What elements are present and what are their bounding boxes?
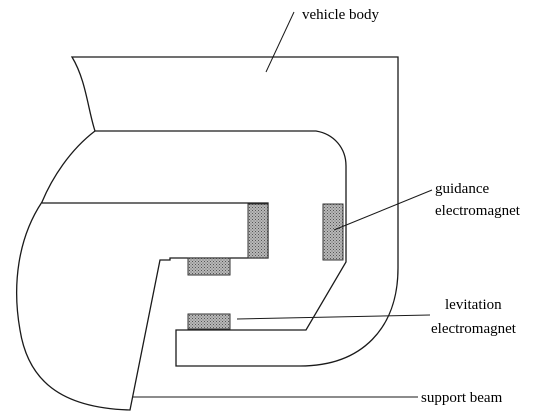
vehicle-body-leader	[265, 11, 295, 73]
guidance-label-line2: electromagnet	[435, 203, 521, 219]
levitation-label-line1: levitation	[445, 297, 502, 313]
levitation-electromagnet-rail-side	[187, 257, 231, 276]
levitation-leader	[236, 314, 431, 320]
levitation-electromagnet-vehicle-side	[187, 313, 231, 330]
support-beam-label: support beam	[421, 390, 503, 406]
support-beam-outline	[16, 130, 269, 411]
guidance-label-line1: guidance	[435, 181, 489, 197]
levitation-label-line2: electromagnet	[431, 321, 517, 337]
guidance-leader	[333, 189, 433, 231]
vehicle-body-outline	[70, 56, 399, 367]
guidance-electromagnet-rail-side	[247, 203, 269, 259]
vehicle-body-label: vehicle body	[302, 7, 380, 23]
guidance-electromagnet-vehicle-side	[322, 203, 344, 261]
